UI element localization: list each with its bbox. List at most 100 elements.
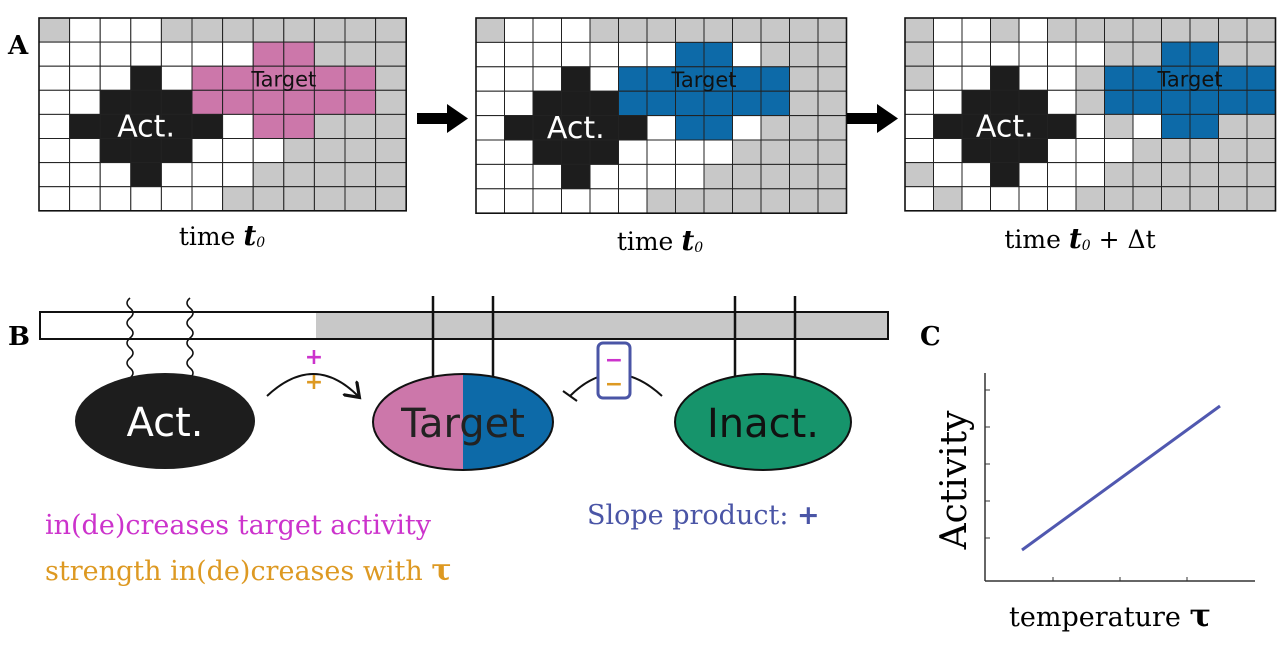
slope-sign-box [596,341,632,400]
lattice-border [38,17,408,212]
lattice-cell [618,90,648,117]
lattice-cell [732,66,762,92]
lattice-cell [990,162,1020,188]
slope-product-text: Slope product: + [587,500,820,531]
lattice-cell [38,41,71,67]
lattice-cell [160,186,193,212]
lattice-cell [817,139,847,165]
lattice-cell [618,41,648,68]
grid-target-label: Target [671,68,737,92]
lattice-cell [475,90,505,117]
lattice-cell [313,138,346,164]
lattice-cell [222,162,254,188]
lattice-cell [532,163,562,190]
lattice-cell [191,41,224,67]
lattice-cell [283,162,315,188]
lattice-cell [904,113,934,140]
lattice-cell [618,163,648,190]
panel-c-xlabel: temperature τ [1009,596,1211,634]
lattice-cell [475,188,505,214]
lattice-cell [589,66,619,92]
lattice-cell [130,138,162,164]
lattice-cell [589,17,619,43]
lattice-cell [760,188,790,214]
lattice-cell [1075,65,1105,91]
lattice-cell [789,188,819,214]
lattice-cell [817,41,847,68]
lattice-cell [904,162,934,188]
lattice-cell [961,162,991,188]
legend-line-magenta: in(de)creases target activity [45,510,432,541]
lattice-cell [475,17,505,43]
lattice-cell [99,113,132,140]
lattice-cell [252,113,285,140]
lattice-cell [475,66,505,92]
lattice-cell [252,186,285,212]
lattice-cell [1047,89,1077,115]
lattice-cell [589,188,619,214]
lattice-cell [375,162,407,188]
lattice-cell [589,139,619,165]
lattice-cell [69,113,101,140]
lattice-cell [1189,17,1219,43]
lattice-cell [933,17,963,43]
lattice-cell [191,89,224,115]
lattice-cell [344,41,377,67]
lattice-cell [904,89,934,115]
lattice-cell [99,162,132,188]
lattice-cell [99,41,132,67]
lattice-cell [532,17,562,43]
lattice-cell [561,163,591,190]
lattice-cell [789,41,819,68]
panel-a-label: A [7,31,29,61]
membrane-bar [39,311,889,340]
lattice-cell [375,17,407,43]
lattice-cell [703,17,733,43]
lattice-cell [1104,17,1134,43]
lattice-cell [99,17,132,43]
lattice-cell [1189,89,1219,115]
activator-tether-2 [186,297,194,379]
lattice-cell [789,66,819,92]
lattice-border [475,17,848,214]
lattice-cell [1047,186,1077,212]
lattice-cell [1246,17,1276,43]
lattice-cell [283,17,315,43]
lattice-cell [1218,113,1248,140]
lattice-cell [344,65,377,91]
lattice-cell [532,188,562,214]
lattice-cell [589,163,619,190]
lattice-cell [1189,113,1219,140]
lattice-cell [344,89,377,115]
activation-sign-magenta: + [305,345,323,370]
lattice-cell [1047,138,1077,164]
lattice-cell [1132,186,1162,212]
lattice-cell [375,65,407,91]
lattice-cell [703,188,733,214]
lattice-cell [283,89,315,115]
lattice-cell [504,90,534,117]
lattice-cell [904,41,934,67]
lattice-cell [69,65,101,91]
lattice-cell [252,41,285,67]
lattice-cell [69,89,101,115]
lattice-cell [732,139,762,165]
lattice-cell [1161,162,1191,188]
lattice-cell [1104,41,1134,67]
lattice-cell [130,17,162,43]
lattice-cell [789,90,819,117]
inhibition-sign-magenta: − [605,348,623,373]
lattice-cell [789,17,819,43]
lattice-cell [1161,186,1191,212]
lattice-cell [904,17,934,43]
lattice-cell [1161,17,1191,43]
lattice-cell [222,65,254,91]
lattice-cell [703,163,733,190]
lattice-cell [961,17,991,43]
lattice-cell [646,41,676,68]
lattice-cell [789,115,819,141]
lattice-cell [1018,41,1048,67]
lattice-cell [252,138,285,164]
lattice-cell [1246,41,1276,67]
